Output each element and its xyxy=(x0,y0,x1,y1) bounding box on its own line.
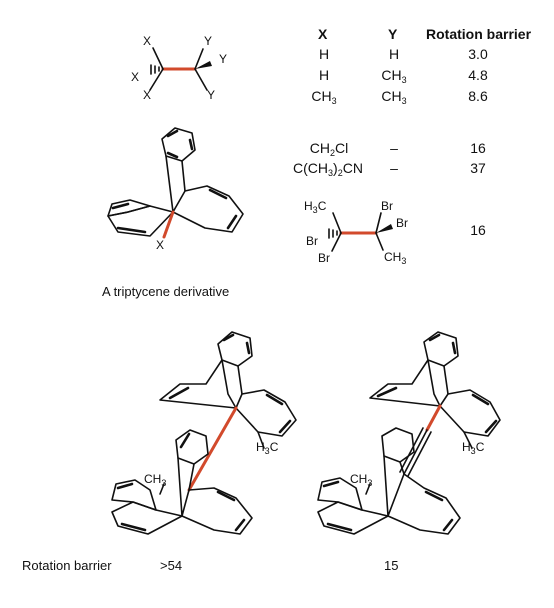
right-h3c-label: H3C xyxy=(462,440,485,456)
row5-barrier: 37 xyxy=(470,160,486,176)
bis-triptycene-alkyne xyxy=(317,331,501,535)
header-rotation-barrier: Rotation barrier xyxy=(426,26,532,42)
triptycene-structure xyxy=(107,127,244,239)
header-y: Y xyxy=(388,26,398,42)
row1-y: H xyxy=(388,46,400,62)
ethane-x-left: X xyxy=(131,70,140,84)
right-ch3-label: CH3 xyxy=(350,472,373,488)
ethane-y-right: Y xyxy=(219,52,228,66)
dibromide-br-right: Br xyxy=(396,216,408,230)
row2-x: H xyxy=(318,67,330,83)
barrier-value-left: >54 xyxy=(160,558,183,573)
dibromide-br-left: Br xyxy=(306,234,318,248)
barrier-value-right: 15 xyxy=(384,558,399,573)
hash-bond-x xyxy=(150,64,160,75)
dibromide-barrier: 16 xyxy=(470,222,486,238)
dibromide-h3c: H3C xyxy=(304,199,327,215)
row1-barrier: 3.0 xyxy=(468,46,488,62)
row5-y: – xyxy=(390,160,398,176)
row3-barrier: 8.6 xyxy=(468,88,488,104)
row1-x: H xyxy=(318,46,330,62)
ethane-y-top: Y xyxy=(204,34,213,48)
bond-x-up xyxy=(152,47,164,70)
left-h3c-label: H3C xyxy=(256,440,279,456)
triptycene-x-bond xyxy=(162,210,175,239)
row4-y: – xyxy=(390,140,398,156)
row4-barrier: 16 xyxy=(470,140,486,156)
row5-x: C(CH3)2CN xyxy=(293,160,363,178)
dibromide-br-top: Br xyxy=(381,199,393,213)
dibromide-ch3: CH3 xyxy=(384,250,407,266)
wedge-bond-y xyxy=(195,61,212,69)
row2-y: CH3 xyxy=(381,67,407,85)
bond-y-down xyxy=(194,68,208,91)
ethane-x-bottom: X xyxy=(143,88,152,102)
header-x: X xyxy=(318,26,328,42)
ethane-x-top: X xyxy=(143,34,152,48)
triptycene-caption: A triptycene derivative xyxy=(102,284,230,299)
dibromide-structure xyxy=(328,212,393,252)
bond-x-down xyxy=(149,68,164,91)
left-ch3-label: CH3 xyxy=(144,472,167,488)
alkyne-red-bond xyxy=(425,404,442,432)
bond-y-up xyxy=(194,48,204,70)
row3-x: CH3 xyxy=(311,88,337,106)
dibromide-br-bottom: Br xyxy=(318,251,330,265)
bis-triptycene-direct xyxy=(111,331,297,535)
ethane-y-bottom: Y xyxy=(207,88,216,102)
triptycene-x: X xyxy=(156,238,165,252)
direct-bond xyxy=(187,406,238,492)
row4-x: CH2Cl xyxy=(309,140,349,158)
row2-barrier: 4.8 xyxy=(468,67,488,83)
bottom-row-label: Rotation barrier xyxy=(22,558,112,573)
row3-y: CH3 xyxy=(381,88,407,106)
ethane-structure xyxy=(149,47,212,91)
alkyne-triple-bond xyxy=(403,429,428,475)
